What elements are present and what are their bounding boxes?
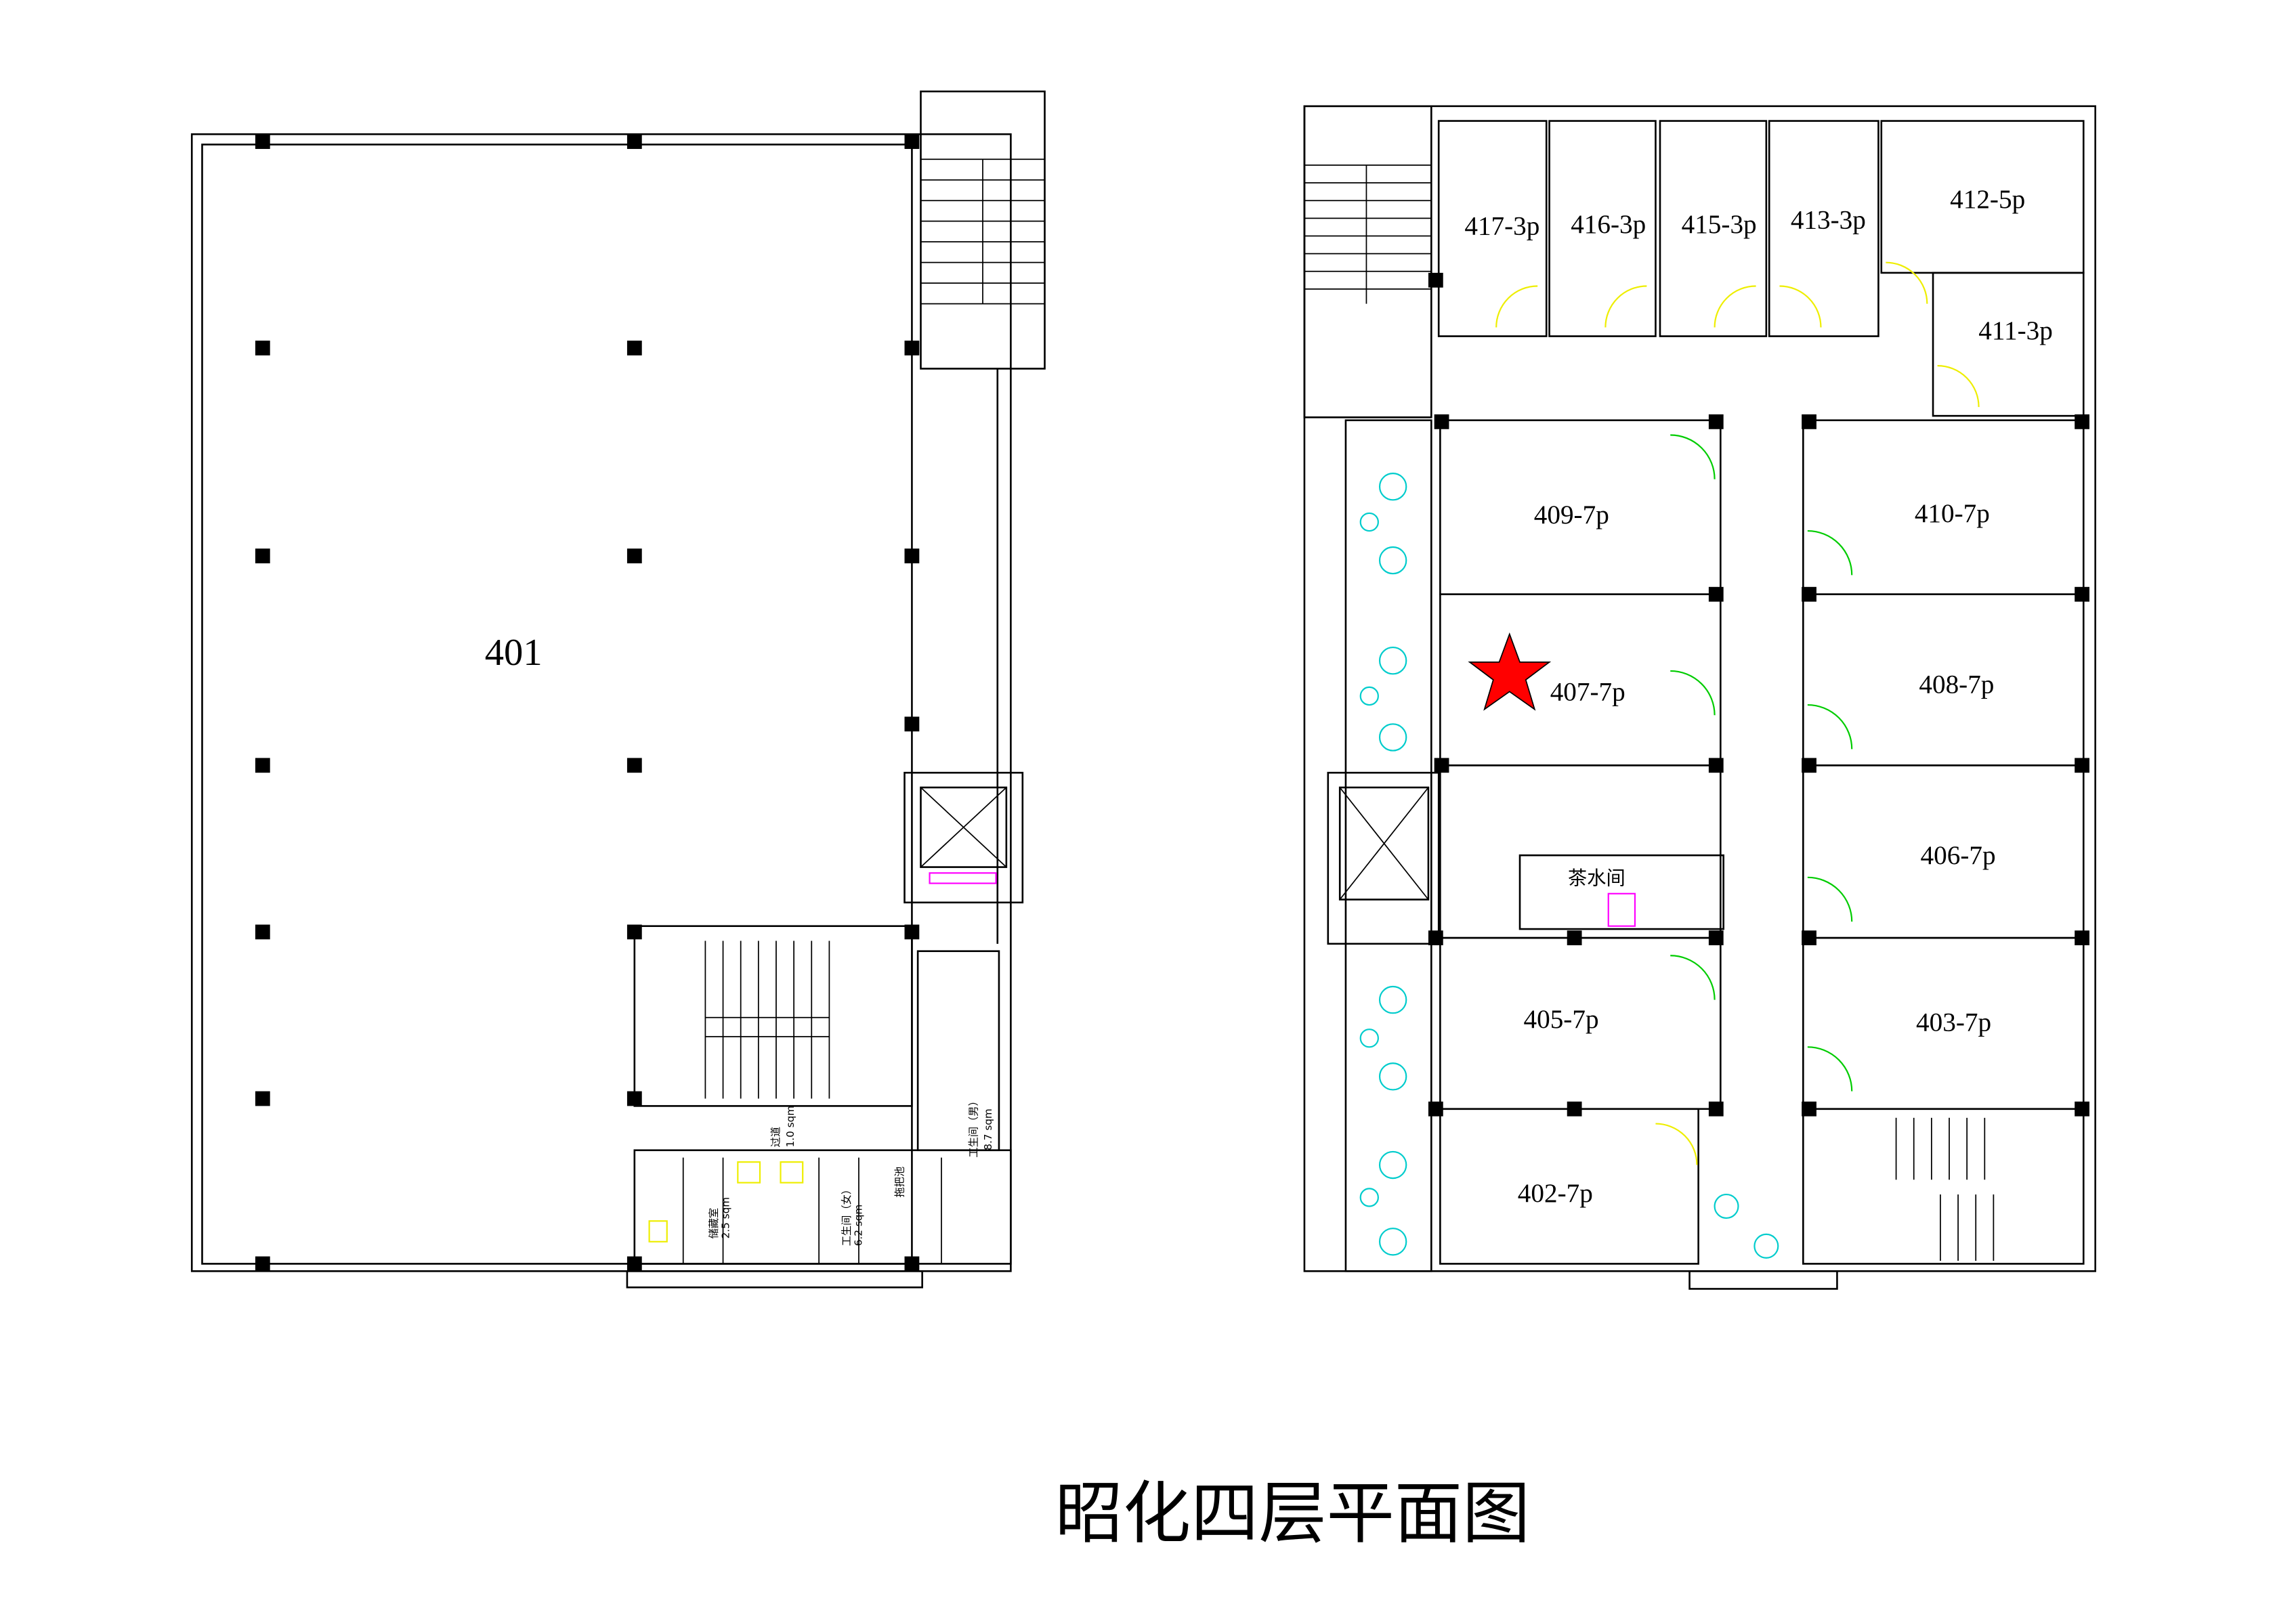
room-label: 408-7p [1919, 670, 1994, 699]
room-label: 405-7p [1524, 1005, 1599, 1034]
room-401-label: 401 [485, 632, 543, 674]
star-marker-icon [1468, 632, 1552, 711]
room-label: 417-3p [1464, 211, 1539, 240]
corridor-area: 1.0 sqm [784, 1106, 796, 1148]
restroom-male-area: 8.7 sqm [982, 1108, 994, 1150]
room-label: 409-7p [1534, 500, 1609, 529]
room-label: 402-7p [1518, 1179, 1593, 1208]
room-label: 403-7p [1916, 1008, 1991, 1037]
page-title: 昭化四层平面图 [1055, 1473, 1530, 1553]
tea-room-label: 茶水间 [1568, 867, 1625, 890]
corridor-label: 过道 [769, 1127, 782, 1147]
stairwell-south [633, 925, 913, 1107]
stairwell-north [920, 90, 1046, 370]
room-label: 407-7p [1550, 677, 1625, 706]
right-building: 417-3p 416-3p 415-3p 413-3p 412-5p 411-3… [1303, 105, 2097, 1290]
elevator [903, 771, 1024, 904]
stairwell-northwest [1303, 105, 1432, 418]
room-label: 406-7p [1921, 841, 1996, 870]
tea-room [1518, 854, 1724, 930]
room-label: 416-3p [1571, 210, 1646, 239]
room-label: 412-5p [1950, 185, 2025, 214]
restroom-female-area: 6.2 sqm [852, 1205, 864, 1247]
room-label: 411-3p [1978, 316, 2053, 345]
room-label: 410-7p [1915, 499, 1990, 528]
restroom-female-label: 工生间（女） [841, 1184, 853, 1246]
storage-label: 储藏室 [708, 1208, 720, 1239]
mop-sink-label: 拖把池 [893, 1167, 906, 1198]
left-building: 401 过道 1.0 sqm 储藏室 2.5 sqm 工生间（女） 6.2 sq… [190, 90, 1046, 1289]
room-label: 415-3p [1682, 210, 1757, 239]
room-label: 413-3p [1791, 206, 1866, 235]
storage-area: 2.5 sqm [719, 1197, 731, 1239]
restroom-male-label: 工生间（男） [967, 1096, 979, 1157]
